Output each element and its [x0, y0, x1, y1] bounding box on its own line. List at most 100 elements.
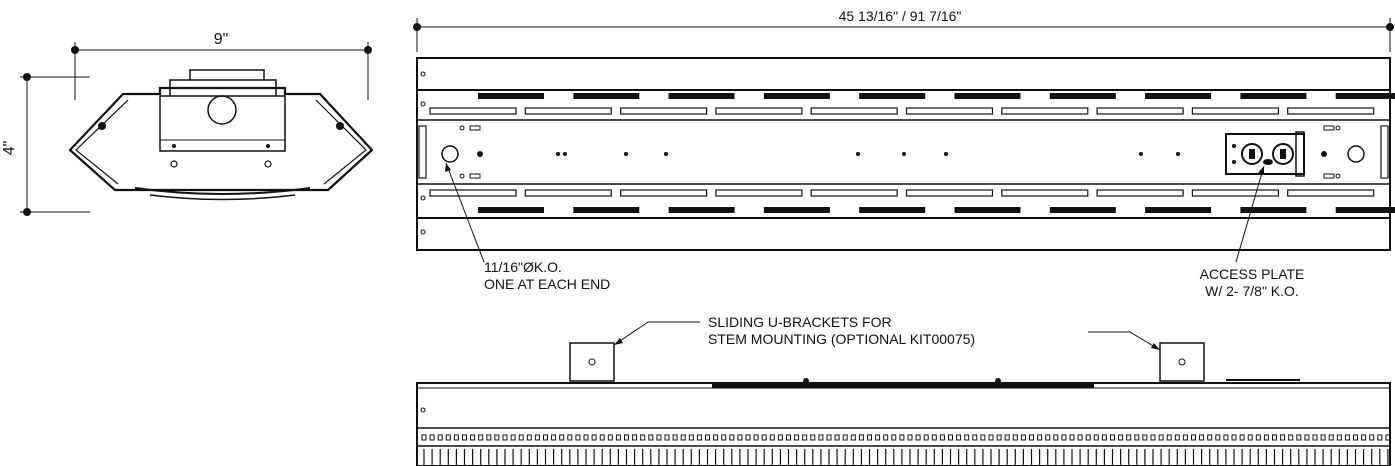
knockout-callout-line1: 11/16"ØK.O.: [484, 259, 562, 275]
vent-slot: [429, 189, 517, 197]
vent-dot: [1353, 434, 1358, 441]
vent-slot: [524, 107, 612, 115]
vent-dot: [494, 434, 500, 441]
vent-dot: [648, 434, 654, 441]
vent-dot: [567, 434, 573, 441]
vent-dot: [1288, 434, 1294, 441]
vent-dot: [1328, 434, 1334, 441]
vent-dot: [591, 434, 597, 441]
vent-dot: [769, 434, 775, 441]
lamp-slot: [1240, 207, 1307, 213]
vent-slot: [905, 107, 994, 115]
vent-dot: [875, 434, 881, 441]
lamp-slot: [573, 207, 640, 213]
side-view: [416, 321, 1391, 466]
vent-slot: [715, 107, 803, 115]
vent-dot: [794, 434, 800, 441]
vent-dot: [834, 434, 840, 441]
vent-dot: [696, 434, 702, 441]
vent-dot: [1231, 434, 1237, 441]
vent-dot: [858, 434, 864, 441]
vent-slot: [619, 107, 708, 115]
vent-dot: [1272, 434, 1277, 441]
vent-slot: [1096, 189, 1184, 197]
vent-dot: [1344, 434, 1350, 441]
overall-length-dimension: 45 13/16" / 91 7/16": [413, 8, 1394, 52]
vent-dot: [850, 434, 856, 441]
vent-dot: [1191, 434, 1196, 441]
vent-dot: [1312, 434, 1318, 441]
vent-dot: [705, 434, 710, 441]
vent-dot: [1361, 434, 1367, 441]
vent-dot: [745, 434, 751, 441]
vent-slot: [1001, 189, 1089, 197]
lamp-slot: [478, 207, 544, 213]
lamp-slot: [763, 93, 830, 99]
vent-dot: [1069, 434, 1075, 441]
vent-dot: [1037, 434, 1043, 441]
vent-slot: [810, 189, 898, 197]
vent-dot: [907, 434, 913, 441]
vent-dot: [721, 434, 727, 441]
vent-dot: [429, 434, 435, 441]
vent-dot: [802, 434, 808, 441]
vent-dot: [777, 434, 783, 441]
vent-slot: [905, 189, 994, 197]
vent-dot: [1174, 434, 1180, 441]
brackets-callout-line1: SLIDING U-BRACKETS FOR: [708, 314, 892, 330]
vent-dot: [1263, 434, 1269, 441]
overall-length-label: 45 13/16" / 91 7/16": [839, 8, 962, 24]
vent-dot: [453, 434, 459, 441]
vent-dot: [899, 434, 905, 441]
vent-slot-row-lower: [429, 189, 1375, 197]
vent-dot: [664, 434, 670, 441]
vent-slot: [1191, 107, 1280, 115]
vent-dot: [1142, 434, 1148, 441]
end-height-dimension: 4": [1, 73, 90, 216]
vent-dot: [1085, 434, 1091, 441]
vent-dot: [972, 434, 978, 441]
vent-dot: [1304, 434, 1310, 441]
vent-dot: [607, 434, 613, 441]
vent-dot: [1053, 434, 1059, 441]
vent-dot: [980, 434, 986, 441]
mounting-holes: [459, 125, 1341, 179]
vent-slot-row-upper: [429, 107, 1375, 115]
vent-dot: [1110, 434, 1115, 441]
vent-slot: [1287, 189, 1375, 197]
vent-dot: [842, 434, 848, 441]
vent-dot: [1207, 434, 1213, 441]
lamp-slot: [954, 207, 1021, 213]
access-callout-line2: W/ 2- 7/8" K.O.: [1205, 283, 1299, 299]
lamp-slot: [573, 93, 640, 99]
vent-dot: [818, 434, 824, 441]
vent-dot: [810, 434, 816, 441]
vent-dot: [915, 434, 921, 441]
lamp-slot: [1240, 93, 1307, 99]
vent-dot: [1247, 434, 1253, 441]
lamp-slot: [1049, 207, 1116, 213]
vent-dot: [1061, 434, 1067, 441]
vent-dot: [624, 434, 629, 441]
vent-dot: [786, 434, 791, 441]
vent-dot: [672, 434, 678, 441]
knockout-callout-line2: ONE AT EACH END: [484, 276, 610, 292]
vent-dot: [688, 434, 694, 441]
vent-dot: [1280, 434, 1286, 441]
vent-dot: [1377, 434, 1383, 441]
vent-dot: [437, 434, 443, 441]
vent-slot: [1096, 107, 1184, 115]
vent-dot: [753, 434, 759, 441]
vent-dot: [996, 434, 1002, 441]
vent-dot: [1045, 434, 1051, 441]
vent-dot: [534, 434, 540, 441]
vent-dot: [1126, 434, 1132, 441]
vent-slot: [1001, 107, 1089, 115]
vent-dot: [1118, 434, 1124, 441]
lamp-slot: [859, 207, 926, 213]
end-housing: [68, 69, 374, 201]
lamp-slot: [1335, 207, 1395, 213]
side-vent-dots: [421, 434, 1391, 441]
vent-dot: [502, 434, 508, 441]
